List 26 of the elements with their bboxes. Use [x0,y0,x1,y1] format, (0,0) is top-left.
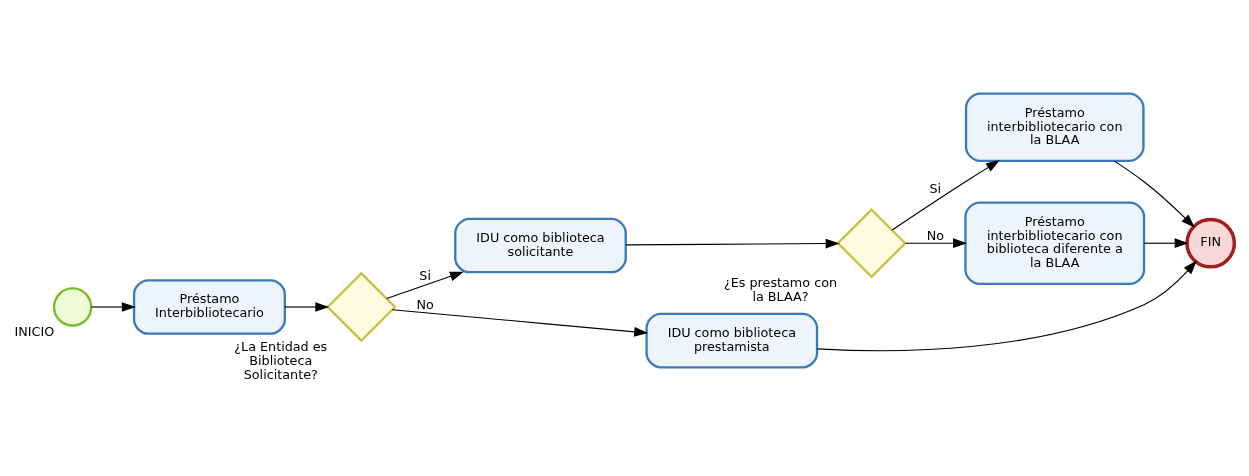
node-box: IDU como biblioteca solicitante [454,217,627,274]
edge-label: Si [419,268,431,284]
arrow [391,309,649,337]
node-box: Préstamo interbibliotecario con la BLAA [964,92,1145,163]
node-box: Préstamo Interbibliotecario [132,279,286,335]
edge-label: No [926,227,944,243]
arrow [284,302,330,312]
node-label: ¿Es prestamo con la BLAA? [724,275,838,304]
arrow [90,302,136,312]
arrow [625,238,840,249]
arrow [1113,160,1195,228]
node-circle: FIN [1185,217,1237,269]
node-box: IDU como biblioteca prestamista [645,312,819,369]
arrow [386,271,464,300]
arrow [1143,238,1189,249]
node-diamond [326,271,397,343]
arrow [904,238,967,249]
edge-label: Si [929,181,942,197]
arrow [891,160,1000,231]
node-label: INICIO [14,323,55,339]
edge-label: No [416,297,434,313]
node-box: Préstamo interbibliotecario con biblioteca diferente a la BLAA [964,201,1146,285]
node-label: ¿La Entidad es Biblioteca Solicitante? [234,338,328,382]
node-diamond [836,207,907,279]
node-circle [52,287,93,327]
arrow [816,260,1197,352]
